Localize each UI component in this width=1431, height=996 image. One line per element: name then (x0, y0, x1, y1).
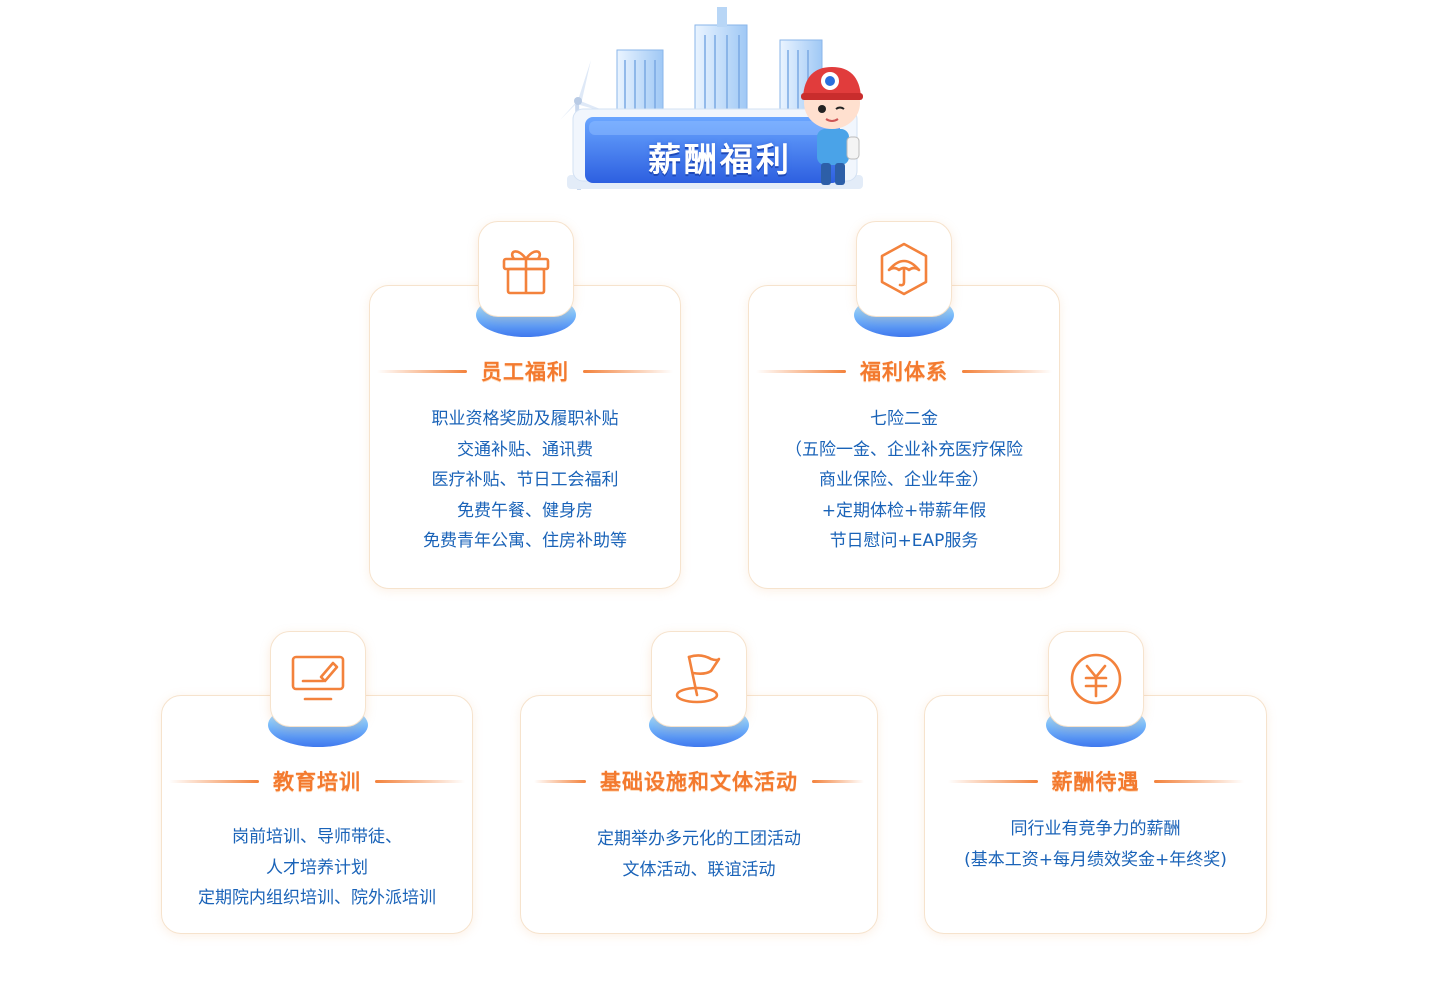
card-body: 岗前培训、导师带徒、 人才培养计划 定期院内组织培训、院外派培训 (162, 822, 472, 914)
card-facilities-activities: 基础设施和文体活动 定期举办多元化的工团活动 文体活动、联谊活动 (520, 695, 878, 934)
card-line: 岗前培训、导师带徒、 (232, 827, 402, 847)
card-line: 节日慰问+EAP服务 (829, 531, 979, 551)
card-title: 员工福利 (481, 360, 569, 384)
card-title-row: 教育培训 (162, 766, 472, 796)
divider-left (947, 779, 1038, 783)
card-line: 免费午餐、健身房 (457, 500, 593, 521)
divider-right (1153, 779, 1244, 783)
card-line: 职业资格奖励及履职补贴 (431, 409, 619, 429)
flag-icon (675, 654, 721, 704)
card-line: 交通补贴、通讯费 (457, 439, 593, 460)
yuan-coin-icon (1070, 653, 1122, 705)
card-body: 职业资格奖励及履职补贴 交通补贴、通讯费 医疗补贴、节日工会福利 免费午餐、健身… (370, 404, 680, 557)
card-title-row: 基础设施和文体活动 (521, 766, 877, 796)
card-line: 定期院内组织培训、院外派培训 (198, 888, 436, 908)
divider-right (583, 369, 673, 373)
card-body: 同行业有竞争力的薪酬 (基本工资+每月绩效奖金+年终奖) (925, 814, 1266, 875)
card-line: （五险一金、企业补充医疗保险 (785, 439, 1023, 460)
card-title: 薪酬待遇 (1051, 770, 1140, 794)
divider-right (962, 369, 1052, 373)
card-line: 商业保险、企业年金） (819, 470, 989, 490)
divider-left (169, 779, 259, 783)
card-line: 同行业有竞争力的薪酬 (1010, 819, 1181, 839)
divider-right (812, 779, 864, 783)
divider-right (375, 779, 465, 783)
monitor-pen-icon (291, 655, 345, 701)
card-body: 定期举办多元化的工团活动 文体活动、联谊活动 (521, 824, 877, 885)
card-title: 福利体系 (860, 360, 948, 384)
gift-icon (502, 250, 550, 295)
icon-badge (474, 221, 578, 339)
mascot-icon (801, 67, 863, 185)
card-line: 七险二金 (870, 409, 938, 429)
card-line: (基本工资+每月绩效奖金+年终奖) (964, 849, 1227, 870)
divider-left (534, 779, 586, 783)
card-line: 定期举办多元化的工团活动 (597, 829, 801, 849)
card-title-row: 薪酬待遇 (925, 766, 1266, 796)
card-title-row: 员工福利 (370, 356, 680, 386)
icon-frame (651, 631, 747, 727)
header-banner: 薪酬福利 (555, 5, 875, 200)
icon-badge (266, 631, 370, 749)
divider-left (756, 369, 846, 373)
city-illustration (560, 7, 863, 191)
card-line: 人才培养计划 (266, 857, 368, 878)
icon-badge (1044, 631, 1148, 749)
icon-badge (647, 631, 751, 749)
banner-title: 薪酬福利 (648, 140, 792, 179)
divider-left (377, 369, 467, 373)
card-title: 基础设施和文体活动 (600, 770, 798, 794)
icon-frame (478, 221, 574, 317)
card-line: 文体活动、联谊活动 (622, 859, 776, 880)
card-title-row: 福利体系 (749, 356, 1059, 386)
card-line: 免费青年公寓、住房补助等 (423, 531, 627, 551)
card-body: 七险二金 （五险一金、企业补充医疗保险 商业保险、企业年金） +定期体检+带薪年… (749, 404, 1059, 557)
umbrella-shield-icon (880, 242, 928, 296)
icon-badge (852, 221, 956, 339)
card-title: 教育培训 (273, 770, 361, 794)
icon-frame (1048, 631, 1144, 727)
icon-frame (270, 631, 366, 727)
card-line: +定期体检+带薪年假 (821, 500, 987, 521)
icon-frame (856, 221, 952, 317)
card-line: 医疗补贴、节日工会福利 (431, 470, 619, 490)
